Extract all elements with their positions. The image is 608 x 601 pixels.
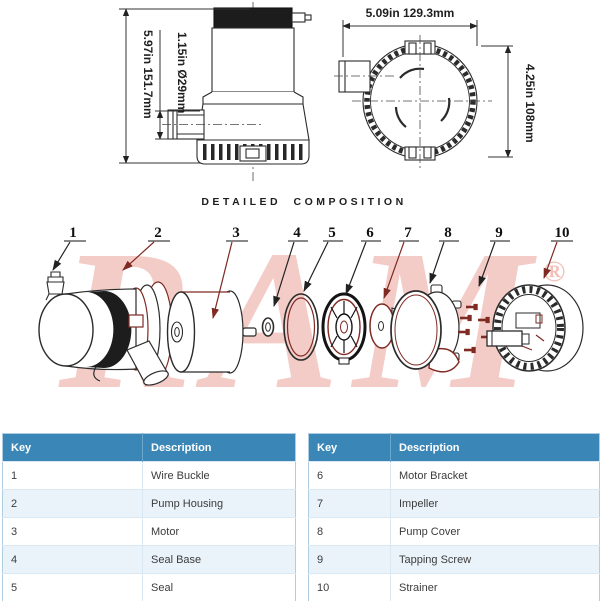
part-label-10: 10 (555, 225, 570, 241)
dimension-height: 5.97in 151.7mm (119, 8, 250, 164)
part-description: Tapping Screw (390, 545, 600, 574)
column-header-description: Description (390, 433, 600, 462)
part-description: Motor (142, 517, 296, 546)
part-1-wire-buckle (45, 271, 68, 301)
part-5-seal (283, 293, 319, 361)
part-4-seal-base (261, 317, 275, 337)
part-label-9: 9 (495, 225, 503, 241)
table-header: Key Description (308, 433, 600, 462)
part-key: 6 (308, 461, 391, 490)
dim-text-height: 5.97in 151.7mm (141, 30, 155, 119)
part-description: Motor Bracket (390, 461, 600, 490)
cable-nipple (291, 12, 312, 23)
part-label-5: 5 (328, 225, 336, 241)
part-key: 1 (2, 461, 143, 490)
dim-text-outlet: 1.15in Ø29mm (175, 32, 189, 113)
part-key: 7 (308, 489, 391, 518)
part-3-motor (166, 290, 257, 374)
part-labels: 1 2 3 4 5 6 7 8 9 10 (52, 225, 573, 320)
part-key: 4 (2, 545, 143, 574)
part-10-strainer (486, 284, 584, 372)
part-label-1: 1 (69, 225, 77, 241)
part-label-8: 8 (444, 225, 452, 241)
part-label-6: 6 (366, 225, 374, 241)
registered-mark: ® (543, 255, 565, 288)
dim-text-width: 5.09in 129.3mm (366, 6, 455, 20)
part-description: Seal (142, 573, 296, 601)
part-label-4: 4 (293, 225, 301, 241)
technical-drawings: 5.97in 151.7mm 1.15in Ø29mm (119, 2, 537, 183)
part-description: Seal Base (142, 545, 296, 574)
part-description: Strainer (390, 573, 600, 601)
part-key: 8 (308, 517, 391, 546)
part-description: Pump Housing (142, 489, 296, 518)
inner-slots (394, 67, 451, 128)
pump-top-cap (213, 7, 293, 29)
part-label-7: 7 (404, 225, 412, 241)
part-label-3: 3 (232, 225, 240, 241)
outlet-pipe (162, 109, 262, 140)
part-8-pump-cover (390, 284, 462, 373)
pump-side-view: 5.97in 151.7mm 1.15in Ø29mm (119, 2, 312, 183)
motor-shaft (242, 327, 257, 337)
exploded-view-diagram: RAM ® (38, 215, 584, 430)
part-6-motor-bracket (321, 292, 367, 365)
part-key: 3 (2, 517, 143, 546)
mounting-tab-bottom (404, 146, 436, 161)
table-header: Key Description (2, 433, 296, 462)
part-description: Wire Buckle (142, 461, 296, 490)
pump-top-view: 5.09in 129.3mm 4.25in 108mm (334, 6, 537, 168)
dim-text-depth: 4.25in 108mm (523, 64, 537, 143)
strainer-pipe (486, 330, 523, 347)
part-label-2: 2 (154, 225, 162, 241)
strainer-tab-inner (245, 148, 260, 159)
part-key: 9 (308, 545, 391, 574)
part-2-pump-housing (38, 281, 173, 386)
pump-flange (202, 91, 304, 105)
part-description: Pump Cover (390, 517, 600, 546)
column-header-key: Key (308, 433, 391, 462)
part-key: 10 (308, 573, 391, 601)
part-key: 5 (2, 573, 143, 601)
outlet-pipe-top (334, 60, 396, 93)
dimension-outlet: 1.15in Ø29mm (155, 30, 200, 140)
dimension-width: 5.09in 129.3mm (342, 6, 478, 57)
leader-lines (52, 241, 558, 320)
pump-skirt (196, 103, 310, 141)
column-header-key: Key (2, 433, 143, 462)
section-title: DETAILED COMPOSITION (201, 196, 407, 208)
column-header-description: Description (142, 433, 296, 462)
part-description: Impeller (390, 489, 600, 518)
pump-upper-body (211, 27, 295, 93)
dimension-depth: 4.25in 108mm (481, 45, 537, 158)
part-key: 2 (2, 489, 143, 518)
